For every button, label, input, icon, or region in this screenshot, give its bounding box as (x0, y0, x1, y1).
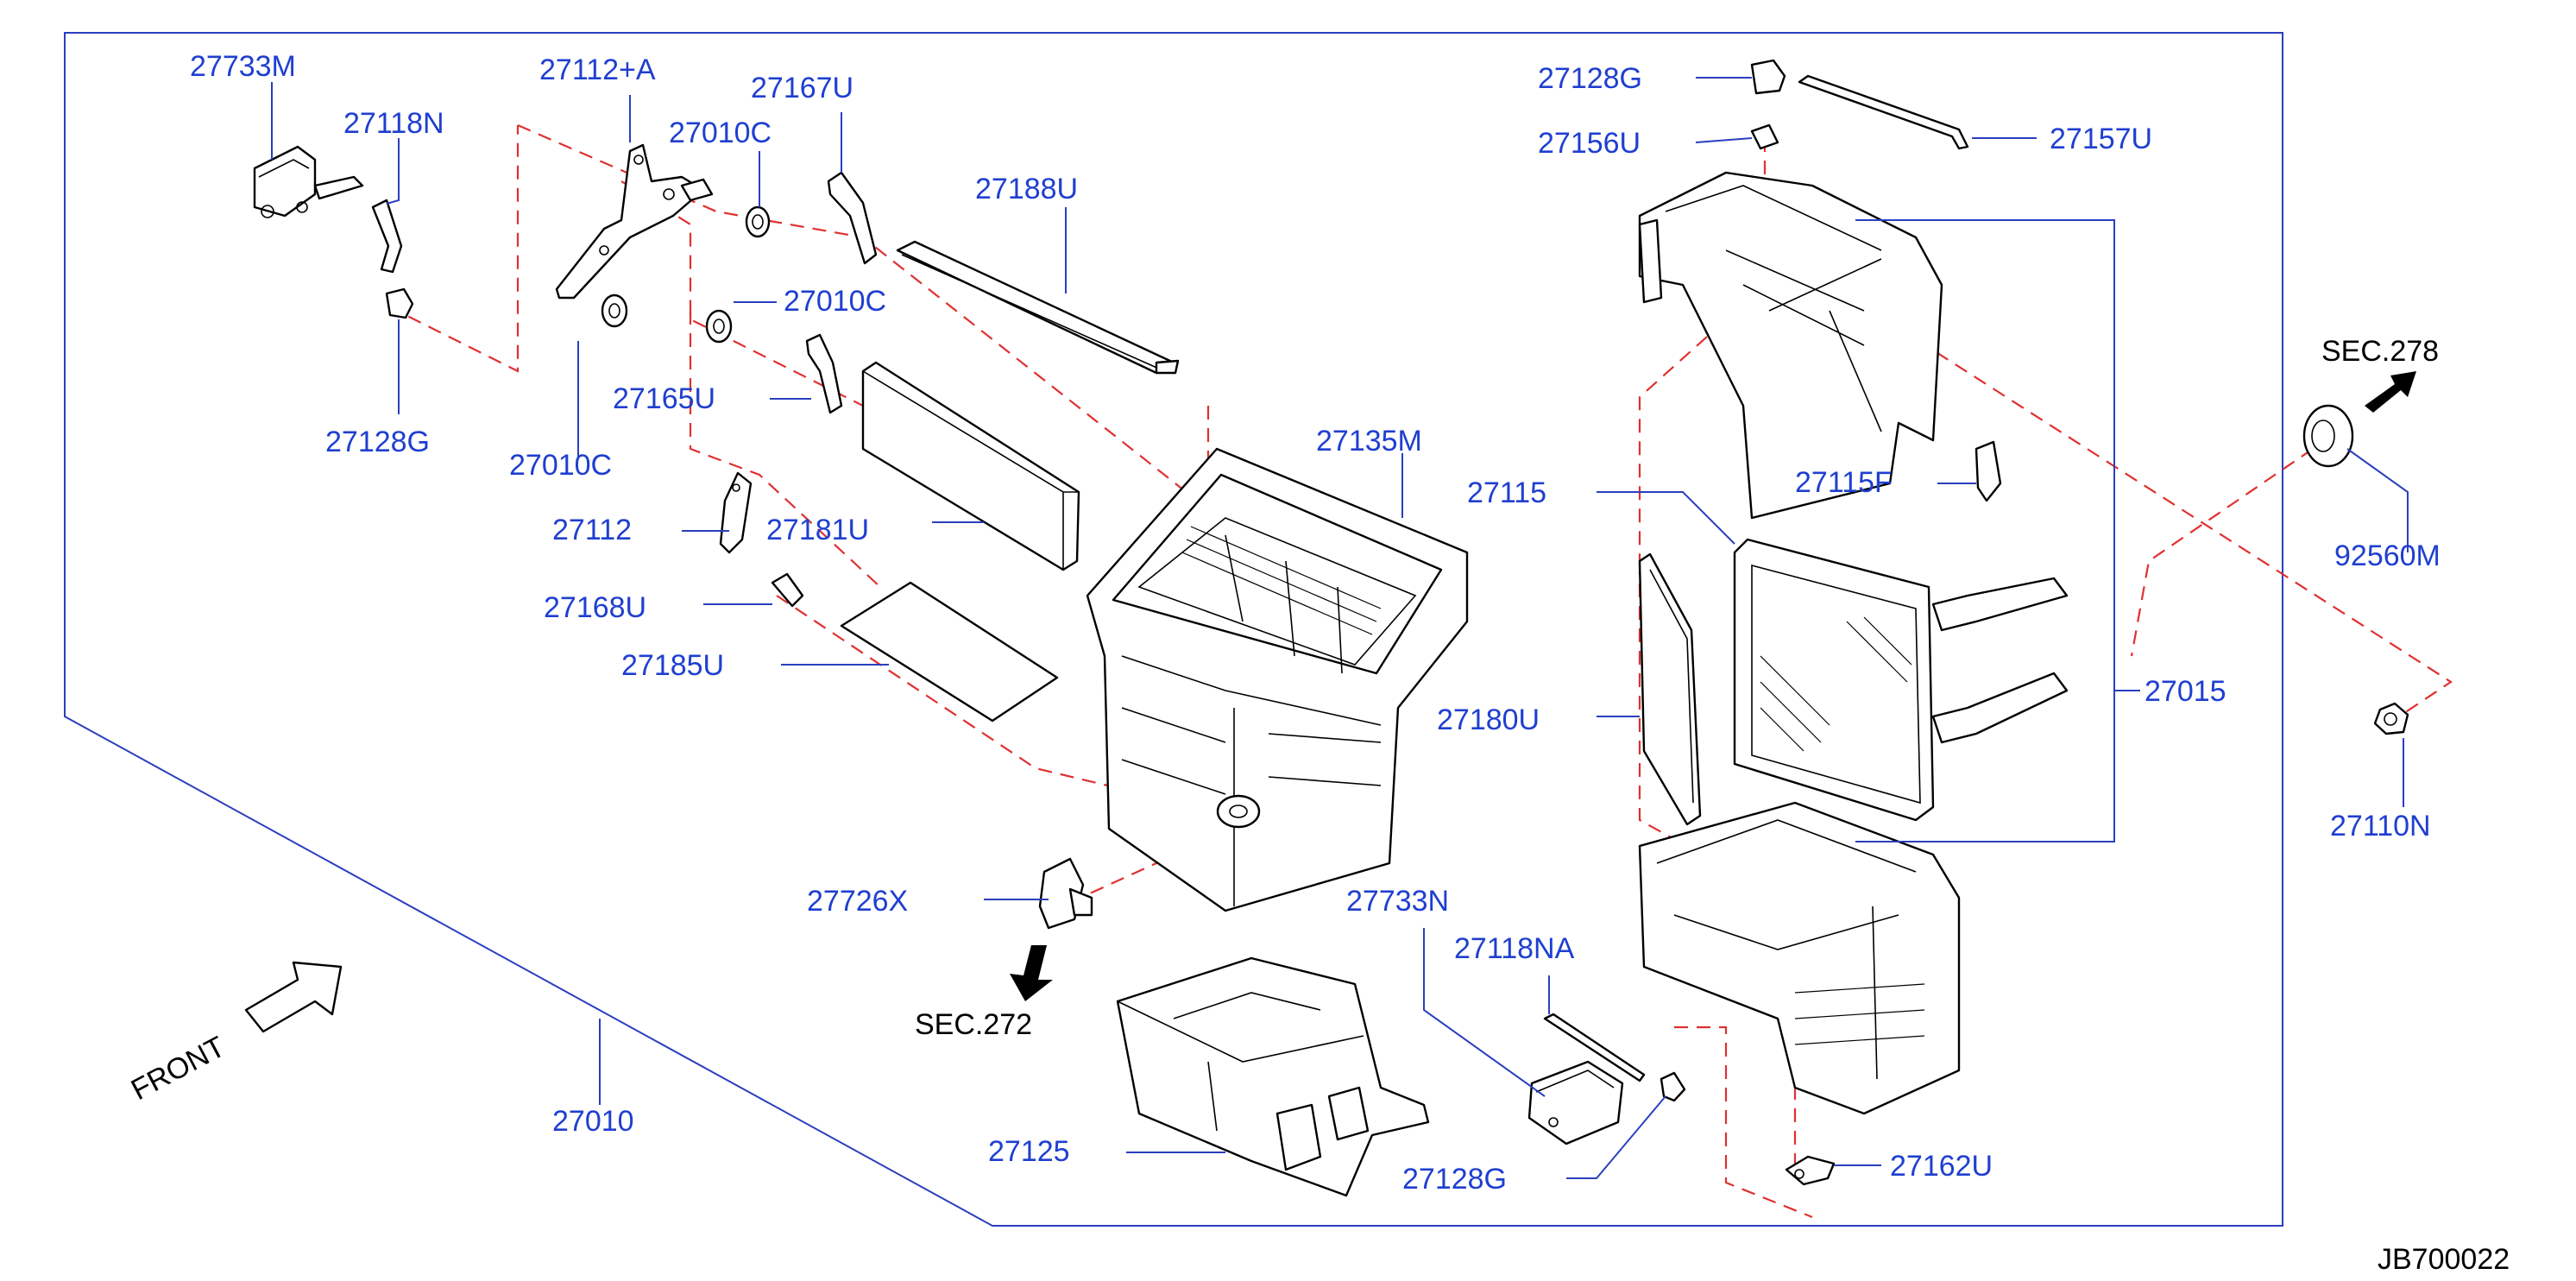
label-27112a: 27112+A (539, 54, 656, 86)
washer-27010c-top (745, 205, 771, 238)
sec-272-arrow (1010, 945, 1053, 1001)
label-27015: 27015 (2145, 675, 2226, 708)
label-27733m: 27733M (190, 50, 296, 83)
lever-27112a (555, 143, 714, 300)
pin-27168u (771, 572, 804, 608)
label-27128g-lower: 27128G (1402, 1163, 1507, 1196)
label-27118n: 27118N (343, 107, 444, 140)
label-27010c-top: 27010C (669, 117, 772, 149)
lower-case-27125 (1116, 956, 1430, 1197)
label-27125: 27125 (988, 1135, 1070, 1168)
actuator-27733n (1527, 1060, 1624, 1145)
lower-housing (1638, 801, 1961, 1115)
grommet-92560m (2302, 404, 2354, 468)
rod-27157u (1798, 74, 1969, 150)
clip-27128g-lower (1660, 1071, 1686, 1102)
washer-27010c-mid (705, 309, 733, 344)
leader-lines (271, 77, 2409, 1179)
link-27167u (827, 171, 878, 265)
label-27135m: 27135M (1316, 425, 1422, 458)
label-27115f: 27115F (1795, 466, 1893, 499)
label-27010: 27010 (552, 1105, 634, 1138)
label-27726x: 27726X (807, 885, 908, 918)
label-27010c-mid: 27010C (784, 285, 886, 318)
label-27118na: 27118NA (1454, 932, 1575, 965)
label-27010c-low: 27010C (509, 449, 612, 482)
washer-27010c-low (601, 293, 628, 328)
label-27128g-top: 27128G (1538, 62, 1642, 95)
filter-27180u (1638, 552, 1702, 826)
label-27156u: 27156U (1538, 127, 1641, 160)
link-27112 (719, 471, 753, 554)
rod-27118na (1543, 1013, 1646, 1082)
clip-27128g-top (1750, 59, 1786, 95)
label-27110n: 27110N (2330, 810, 2431, 842)
door-27188u (896, 240, 1180, 375)
label-27128g-left: 27128G (325, 426, 430, 458)
label-27181u: 27181U (766, 514, 869, 546)
sensor-27726x (1038, 857, 1093, 930)
label-27188u: 27188U (975, 173, 1078, 205)
rod-27118n (371, 199, 403, 274)
front-arrow (244, 961, 343, 1033)
label-27112: 27112 (552, 514, 632, 546)
heater-core-27015 (1733, 538, 2069, 822)
sec-278-label: SEC.278 (2321, 335, 2439, 368)
clip-27156u (1750, 123, 1779, 150)
label-27165u: 27165U (613, 382, 715, 415)
door-27181u (861, 361, 1080, 571)
label-27180u: 27180U (1437, 704, 1540, 736)
front-label: FRONT (126, 1031, 230, 1107)
clip-27115f (1975, 440, 2002, 502)
nut-27110n (2373, 702, 2409, 735)
drawing-id: JB700022 (2378, 1243, 2510, 1276)
label-27162u: 27162U (1890, 1150, 1993, 1183)
link-27162u (1785, 1155, 1836, 1186)
door-27185u (840, 581, 1059, 723)
link-27165u (805, 333, 843, 414)
label-27115: 27115 (1467, 476, 1546, 509)
assembly-frame (64, 32, 2283, 1227)
sec-272-label: SEC.272 (915, 1008, 1032, 1041)
label-27733n: 27733N (1346, 885, 1449, 918)
clip-27128g-left (385, 287, 414, 319)
label-27168u: 27168U (544, 591, 646, 624)
label-27167u: 27167U (751, 72, 853, 104)
label-27185u: 27185U (621, 649, 724, 682)
actuator-27733m (253, 145, 364, 218)
label-27157u: 27157U (2050, 123, 2152, 155)
heater-case-27135m (1086, 447, 1469, 912)
sec-278-arrow (2365, 371, 2416, 413)
housing-27115 (1638, 171, 1943, 520)
label-92560m: 92560M (2334, 540, 2441, 572)
